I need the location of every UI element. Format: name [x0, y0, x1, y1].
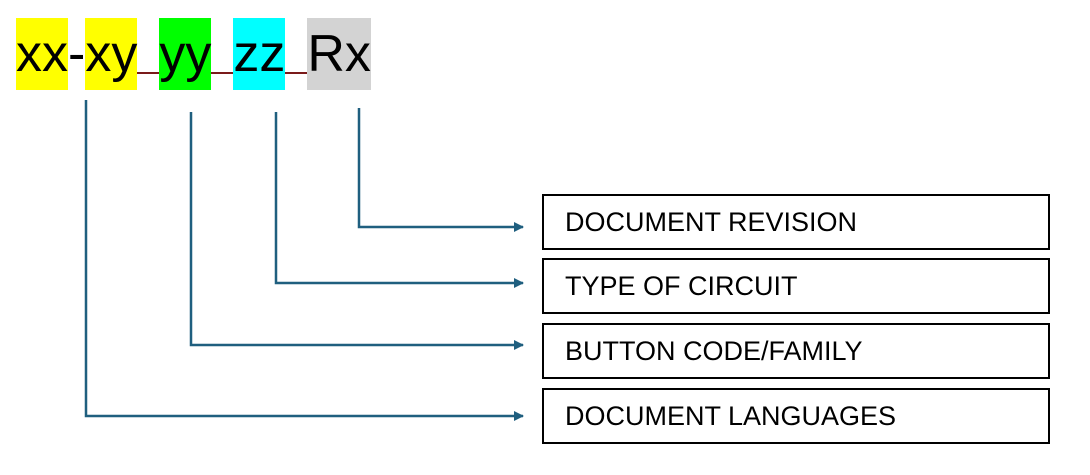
connector-revision [357, 108, 524, 232]
code-segment-family: yy [159, 18, 212, 90]
label-box-document-revision: DOCUMENT REVISION [542, 194, 1050, 250]
code-separator-dash: - [68, 25, 86, 83]
label-box-button-code-family: BUTTON CODE/FAMILY [542, 323, 1050, 379]
connector-family [189, 112, 524, 350]
code-separator-underscore-2: _ [211, 18, 234, 74]
label-document-languages: DOCUMENT LANGUAGES [565, 400, 897, 431]
code-segment-revision: Rx [307, 18, 371, 90]
code-segment-languages-2: xy [85, 18, 138, 90]
code-separator-underscore-3: _ [285, 18, 308, 74]
label-box-document-languages: DOCUMENT LANGUAGES [542, 388, 1050, 444]
code-segment-circuit: zz [233, 18, 286, 90]
label-document-revision: DOCUMENT REVISION [565, 206, 858, 237]
label-button-code-family: BUTTON CODE/FAMILY [565, 335, 863, 366]
label-box-type-of-circuit: TYPE OF CIRCUIT [542, 258, 1050, 314]
connector-languages [84, 100, 524, 421]
code-separator-underscore-1: _ [137, 18, 160, 74]
naming-code: xx-xy_yy_zz_Rx [16, 18, 371, 90]
code-segment-languages-1: xx [16, 18, 68, 90]
label-type-of-circuit: TYPE OF CIRCUIT [565, 270, 798, 301]
connector-circuit [274, 112, 524, 288]
